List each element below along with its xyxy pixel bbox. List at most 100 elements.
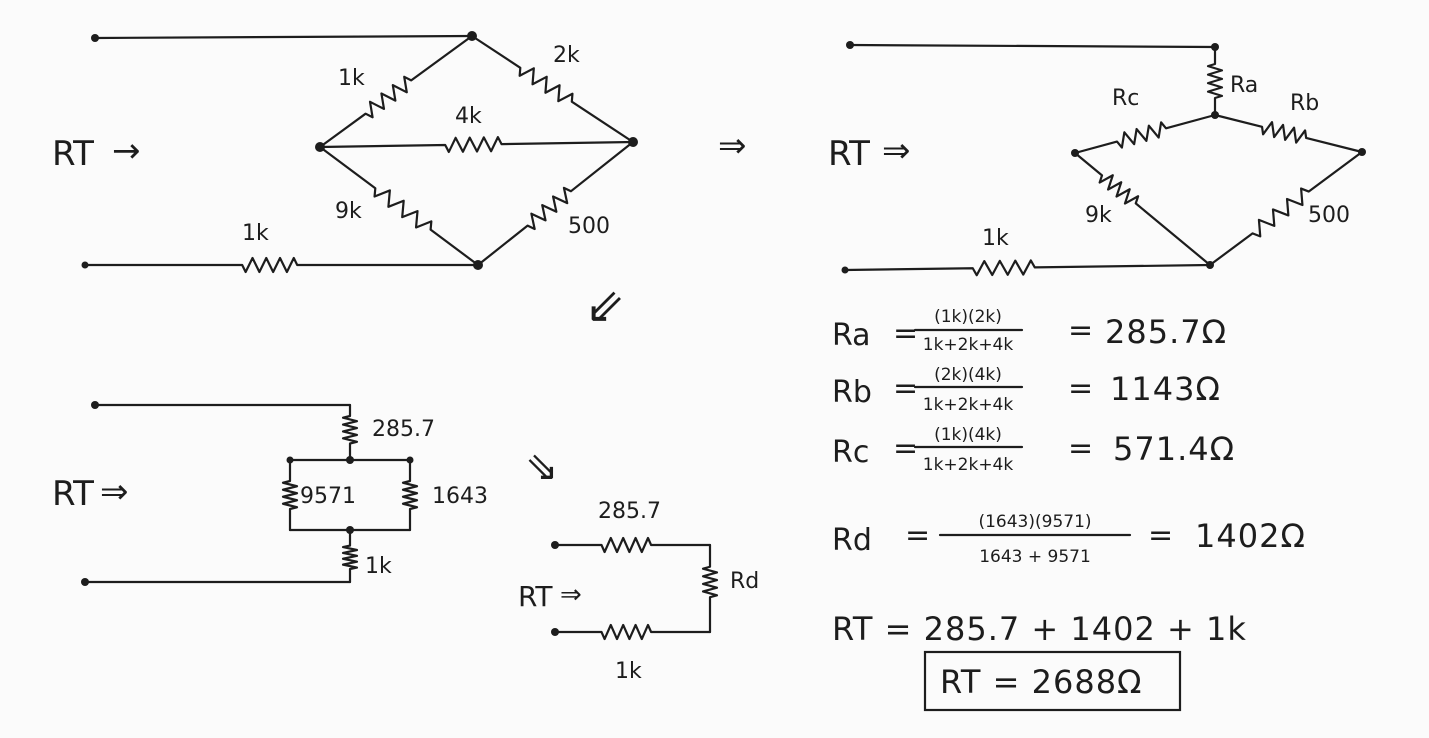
rt-label: RT <box>52 474 94 514</box>
result: 285.7Ω <box>1105 313 1227 351</box>
terminal-bottom <box>81 261 89 269</box>
node <box>1211 111 1219 119</box>
rt-label: RT <box>518 580 553 613</box>
resistor-285-7 <box>341 403 359 462</box>
node <box>1358 148 1366 156</box>
node <box>1206 261 1214 269</box>
equals: = <box>1068 371 1093 406</box>
circuit-1-bridge: RT → 1k 2k 4k 9k 500 1k <box>52 31 638 274</box>
numerator: (1k)(2k) <box>934 307 1002 327</box>
terminal-top <box>91 34 99 42</box>
numerator: (1k)(4k) <box>934 425 1002 445</box>
label-285-7: 285.7 <box>372 417 435 442</box>
numerator: (1643)(9571) <box>978 512 1091 532</box>
resistor-ra <box>1206 45 1224 117</box>
resistor-1k-series <box>843 259 1212 277</box>
terminal-bottom <box>81 578 89 586</box>
node <box>315 142 325 152</box>
label-9571: 9571 <box>300 484 356 509</box>
node <box>628 137 638 147</box>
circuit-3-parallel: RT ⇒ 285.7 9571 1643 1k <box>52 401 488 586</box>
label-rb: Rb <box>1290 91 1319 116</box>
equals: = <box>893 431 918 466</box>
terminal-top <box>91 401 99 409</box>
node <box>473 260 483 270</box>
resistor-1k <box>553 623 712 641</box>
equation-rd: Rd = (1643)(9571) 1643 + 9571 = 1402Ω <box>832 512 1306 567</box>
equals: = <box>1068 313 1093 348</box>
label-1643: 1643 <box>432 484 488 509</box>
numerator: (2k)(4k) <box>934 365 1002 385</box>
equation-rt-sum: RT = 285.7 + 1402 + 1k <box>832 610 1247 648</box>
resistor-4k-middle <box>318 136 635 154</box>
rt-label: RT <box>52 134 94 174</box>
label-2k: 2k <box>553 43 580 68</box>
eq-lhs: Rb <box>832 375 872 410</box>
resistor-500-bottom-right <box>476 140 635 267</box>
result: 1143Ω <box>1110 370 1221 408</box>
resistor-9k-bottom-left <box>318 145 480 267</box>
resistor-rb <box>1213 113 1364 154</box>
denominator: 1k+2k+4k <box>923 335 1014 355</box>
node <box>1211 43 1219 51</box>
resistor-2k-top-right <box>470 34 635 144</box>
equation-ra: Ra = (1k)(2k) 1k+2k+4k = 285.7Ω <box>832 307 1227 355</box>
final-answer-box: RT = 2688Ω <box>923 650 1182 712</box>
equals: = <box>893 371 918 406</box>
node <box>467 31 477 41</box>
node <box>346 456 354 464</box>
equals: = <box>1148 518 1173 553</box>
eq-lhs: Rd <box>832 523 872 558</box>
label-1k: 1k <box>365 554 392 579</box>
rt-label: RT <box>828 134 870 174</box>
transform-arrow-icon: ⇒ <box>718 126 747 166</box>
down-arrow-icon: ⇙ <box>585 278 625 334</box>
resistor-285-7 <box>553 536 712 554</box>
terminal-top <box>846 41 854 49</box>
label-500: 500 <box>568 214 610 239</box>
resistor-1643 <box>401 458 419 532</box>
arrow-icon: ⇒ <box>882 131 911 171</box>
denominator: 1k+2k+4k <box>923 455 1014 475</box>
label-500: 500 <box>1308 203 1350 228</box>
label-ra: Ra <box>1230 73 1258 98</box>
node <box>1071 149 1079 157</box>
node <box>406 456 414 464</box>
arrow-icon: ⇒ <box>560 580 582 610</box>
equation-rc: Rc = (1k)(4k) 1k+2k+4k = 571.4Ω <box>832 425 1235 475</box>
label-1k-series: 1k <box>982 226 1009 251</box>
result: 571.4Ω <box>1113 430 1235 468</box>
terminal-bottom <box>841 266 849 274</box>
label-4k: 4k <box>455 104 482 129</box>
equation-rb: Rb = (2k)(4k) 1k+2k+4k = 1143Ω <box>832 365 1221 415</box>
label-1k-series: 1k <box>242 221 269 246</box>
resistor-rd <box>701 543 719 634</box>
label-rd: Rd <box>730 569 759 594</box>
label-9k: 9k <box>1085 203 1112 228</box>
eq-lhs: Ra <box>832 318 871 353</box>
equation-rt-final: RT = 2688Ω <box>940 663 1143 701</box>
denominator: 1643 + 9571 <box>979 547 1091 567</box>
label-9k: 9k <box>335 199 362 224</box>
arrow-icon: ⇒ <box>100 472 129 512</box>
resistor-9k <box>1073 151 1212 267</box>
equals: = <box>893 316 918 351</box>
arrow-icon: → <box>112 131 141 171</box>
resistor-1k-top-left <box>318 34 474 149</box>
equals: = <box>1068 431 1093 466</box>
label-1k: 1k <box>338 66 365 91</box>
denominator: 1k+2k+4k <box>923 395 1014 415</box>
wire-top <box>93 34 474 40</box>
node <box>346 526 354 534</box>
curved-arrow-icon: ⇘ <box>525 444 559 490</box>
result: 1402Ω <box>1195 517 1306 555</box>
label-285-7: 285.7 <box>598 499 661 524</box>
equals: = <box>905 518 930 553</box>
label-1k: 1k <box>615 659 642 684</box>
answer-box <box>923 650 1182 712</box>
resistor-rc <box>1073 113 1217 155</box>
circuit-2-wye: RT ⇒ Ra Rb Rc 9k 500 1k <box>828 41 1366 277</box>
eq-lhs: Rc <box>832 435 869 470</box>
resistor-9571 <box>281 458 299 532</box>
